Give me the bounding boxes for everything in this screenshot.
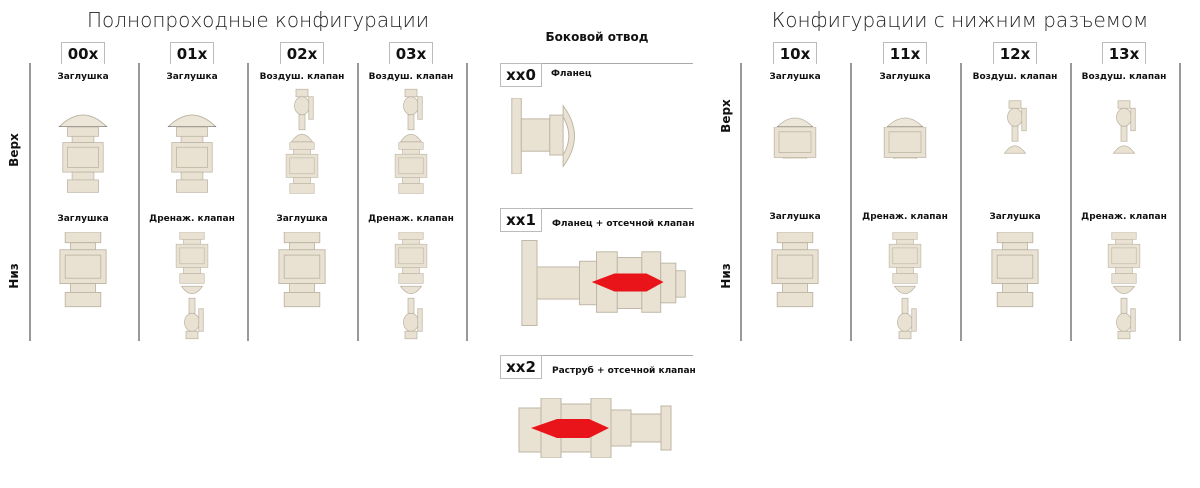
divider [357,63,359,341]
body-icon [53,127,113,197]
side-outlet-title: Боковой отвод [545,30,649,44]
body-icon [162,127,222,197]
flange-icon [508,98,584,174]
drain-valve-icon [396,285,426,340]
divider [500,63,693,64]
config-code: 13x [1102,42,1146,64]
top-label: Заглушка [166,72,218,82]
top-label: Воздуш. клапан [368,72,454,82]
divider [500,355,693,356]
bottom-label: Заглушка [57,214,109,224]
divider [740,63,742,341]
bottom-connection-title: Конфигурации с нижним разъемом [771,8,1149,32]
air-valve-icon [1000,92,1030,162]
config-code: 02x [280,42,324,64]
flange-shutoff-valve-icon [520,240,690,326]
body-icon [53,232,113,312]
air-valve-icon [1109,92,1139,162]
config-code: 01x [170,42,214,64]
cap-icon [53,107,113,127]
drain-valve-icon [177,285,207,340]
divider [500,208,693,209]
config-code: 00x [61,42,105,64]
body-icon [1099,232,1149,287]
option-label: Раструб + отсечной клапан [552,366,696,376]
config-code: 10x [773,42,817,64]
bottom-label: Дренаж. клапан [1081,212,1167,222]
full-bore-title: Полнопроходные конфигурации [86,8,430,32]
body-icon [883,127,927,159]
divider [247,63,249,341]
option-code: xx1 [500,208,542,232]
row-label-bottom: Низ [719,263,733,289]
bottom-label: Заглушка [769,212,821,222]
option-code: xx2 [500,355,542,379]
bottom-label: Дренаж. клапан [862,212,948,222]
row-label-bottom: Низ [7,263,21,289]
drain-valve-icon [1109,285,1139,340]
body-icon [167,232,217,287]
body-icon [386,232,436,287]
top-label: Заглушка [769,72,821,82]
config-code: 11x [883,42,927,64]
body-icon [386,142,436,197]
body-icon [277,142,327,197]
divider [466,63,468,341]
body-icon [272,232,332,312]
body-icon [985,232,1045,312]
divider [1179,63,1181,341]
top-label: Воздуш. клапан [972,72,1058,82]
cap-icon [880,112,930,127]
top-label: Воздуш. клапан [259,72,345,82]
config-code: 03x [389,42,433,64]
body-icon [765,232,825,312]
divider [138,63,140,341]
config-code: 12x [993,42,1037,64]
row-label-top: Верх [7,133,21,167]
top-label: Заглушка [57,72,109,82]
bottom-label: Заглушка [276,214,328,224]
option-code: xx0 [500,63,542,87]
body-icon [880,232,930,287]
option-label: Фланец + отсечной клапан [552,219,695,229]
drain-valve-icon [890,285,920,340]
body-icon [773,127,817,159]
bottom-label: Дренаж. клапан [149,214,235,224]
divider [1070,63,1072,341]
socket-shutoff-valve-icon [517,398,677,458]
divider [960,63,962,341]
divider [850,63,852,341]
air-valve-icon [287,88,317,143]
cap-icon [770,112,820,127]
air-valve-icon [396,88,426,143]
top-label: Заглушка [879,72,931,82]
row-label-top: Верх [719,99,733,133]
bottom-label: Дренаж. клапан [368,214,454,224]
divider [29,63,31,341]
top-label: Воздуш. клапан [1081,72,1167,82]
cap-icon [162,107,222,127]
bottom-label: Заглушка [989,212,1041,222]
option-label: Фланец [551,69,592,79]
